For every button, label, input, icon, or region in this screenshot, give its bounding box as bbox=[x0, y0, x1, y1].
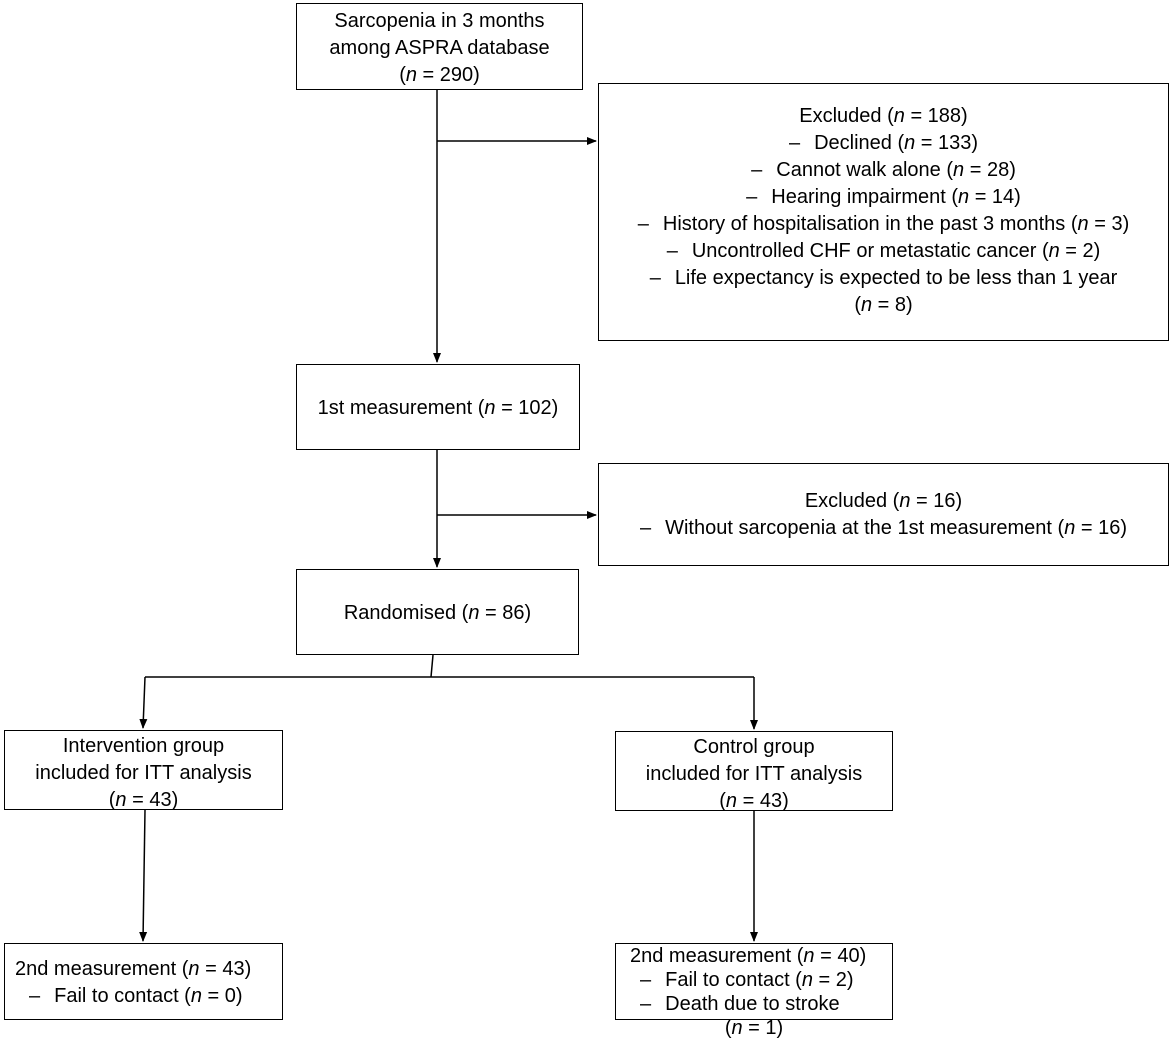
control-m2-item-death-stroke-n: (n = 1) bbox=[724, 1017, 784, 1039]
intervention-line-3: (n = 43) bbox=[108, 789, 179, 811]
box-intervention-second-measurement: 2nd measurement (n = 43) –Fail to contac… bbox=[4, 943, 283, 1020]
intervention-m2-title: 2nd measurement (n = 43) bbox=[15, 958, 252, 980]
excluded2-item-without-sarcopenia: –Without sarcopenia at the 1st measureme… bbox=[639, 517, 1128, 539]
arrow-to-intervention bbox=[139, 676, 148, 729]
control-m2-title: 2nd measurement (n = 40) bbox=[630, 945, 867, 967]
intervention-line-2: included for ITT analysis bbox=[35, 762, 252, 784]
box-control-group: Control group included for ITT analysis … bbox=[615, 731, 893, 812]
control-line-2: included for ITT analysis bbox=[645, 763, 863, 785]
excluded1-title: Excluded (n = 188) bbox=[799, 105, 968, 127]
excluded1-item-hospitalisation: –History of hospitalisation in the past … bbox=[637, 213, 1130, 235]
excluded2-title: Excluded (n = 16) bbox=[804, 490, 963, 512]
excluded1-item-declined: –Declined (n = 133) bbox=[788, 132, 979, 154]
source-line-3: (n = 290) bbox=[399, 64, 480, 86]
excluded1-item-hearing: –Hearing impairment (n = 14) bbox=[746, 186, 1021, 208]
box-randomised: Randomised (n = 86) bbox=[296, 569, 579, 655]
box-first-measurement: 1st measurement (n = 102) bbox=[296, 364, 580, 450]
control-line-1: Control group bbox=[693, 736, 815, 758]
box-excluded-first: Excluded (n = 188) –Declined (n = 133) –… bbox=[598, 83, 1169, 341]
excluded1-item-life-expectancy-n: (n = 8) bbox=[854, 294, 913, 316]
box-source-population: Sarcopenia in 3 months among ASPRA datab… bbox=[296, 3, 583, 90]
arrow-intervention-to-m2 bbox=[139, 809, 148, 942]
excluded1-item-chf-cancer: –Uncontrolled CHF or metastatic cancer (… bbox=[666, 240, 1101, 262]
intervention-line-1: Intervention group bbox=[62, 735, 225, 757]
control-line-3: (n = 43) bbox=[719, 790, 789, 812]
intervention-m2-item-fail-contact: –Fail to contact (n = 0) bbox=[29, 985, 243, 1007]
source-line-2: among ASPRA database bbox=[329, 37, 550, 59]
connector-randomised-stem bbox=[430, 654, 434, 678]
randomised-label: Randomised (n = 86) bbox=[343, 602, 532, 624]
control-m2-item-fail-contact: –Fail to contact (n = 2) bbox=[640, 969, 854, 991]
box-excluded-second: Excluded (n = 16) –Without sarcopenia at… bbox=[598, 463, 1169, 566]
source-line-1: Sarcopenia in 3 months bbox=[334, 10, 545, 32]
box-intervention-group: Intervention group included for ITT anal… bbox=[4, 730, 283, 811]
measurement1-label: 1st measurement (n = 102) bbox=[317, 397, 559, 419]
control-m2-item-death-stroke: –Death due to stroke bbox=[640, 993, 840, 1015]
excluded1-item-life-expectancy: –Life expectancy is expected to be less … bbox=[649, 267, 1118, 289]
box-control-second-measurement: 2nd measurement (n = 40) –Fail to contac… bbox=[615, 943, 893, 1039]
excluded1-item-cannot-walk: –Cannot walk alone (n = 28) bbox=[751, 159, 1016, 181]
